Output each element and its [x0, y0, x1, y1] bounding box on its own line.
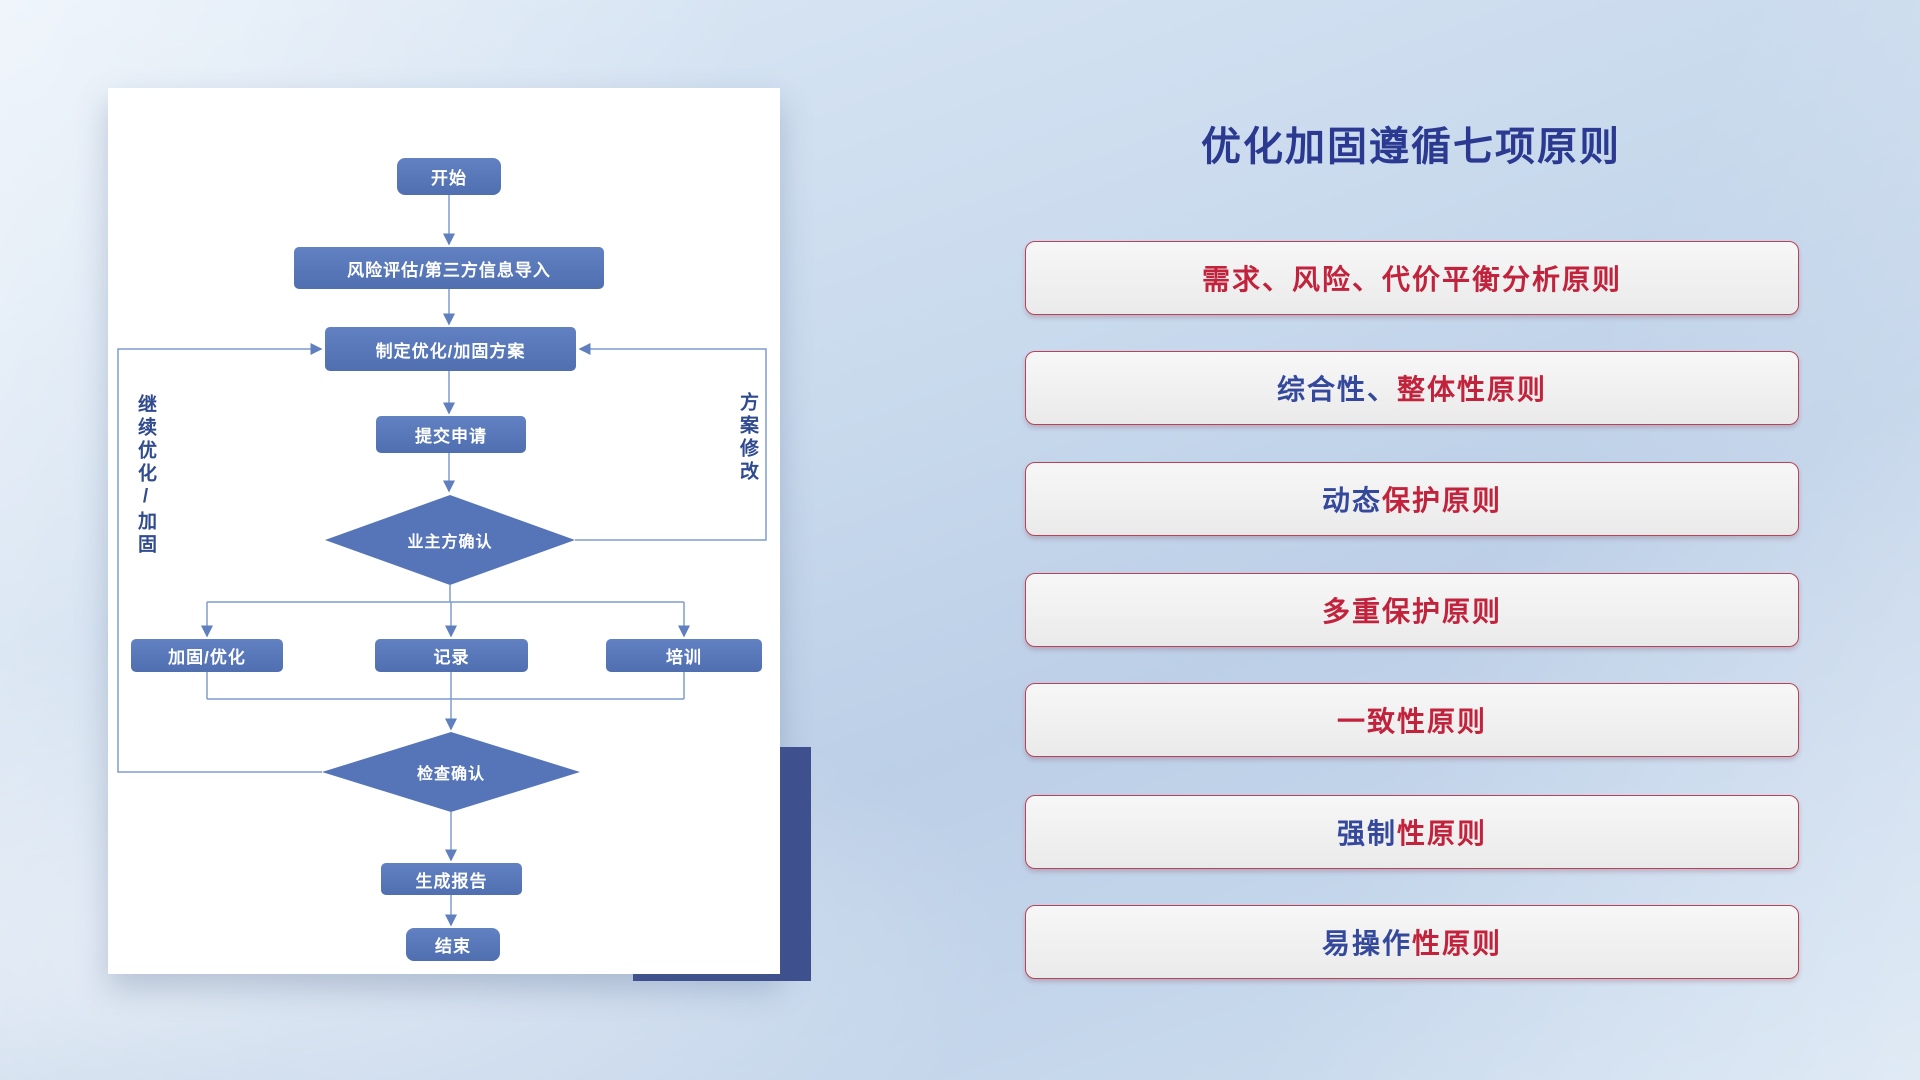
- loop-label-plan-revise: 方案修改: [737, 392, 758, 484]
- flow-node-record: 记录: [375, 639, 528, 672]
- flow-node-training: 培训: [606, 639, 762, 672]
- principle-item-4: 多重保护原则: [1025, 573, 1799, 647]
- owner-confirm-diamond: [325, 495, 575, 585]
- principle-item-7: 易操作性原则: [1025, 905, 1799, 979]
- principle-item-1: 需求、风险、代价平衡分析原则: [1025, 241, 1799, 315]
- flow-node-owner-confirm-label: 业主方确认: [407, 534, 493, 551]
- flow-node-submit: 提交申请: [376, 416, 526, 453]
- principle-item-5: 一致性原则: [1025, 683, 1799, 757]
- flow-node-risk-import: 风险评估/第三方信息导入: [294, 247, 604, 289]
- flow-node-check-confirm-label: 检查确认: [416, 766, 485, 783]
- flow-node-reinforce: 加固/优化: [131, 639, 283, 672]
- principle-item-6: 强制性原则: [1025, 795, 1799, 869]
- flow-node-report: 生成报告: [381, 863, 522, 895]
- flow-node-end: 结束: [406, 928, 500, 961]
- page-title: 优化加固遵循七项原则: [1201, 125, 1621, 169]
- flow-node-start: 开始: [397, 158, 501, 195]
- flowchart-card: 开始 风险评估/第三方信息导入 制定优化/加固方案 提交申请 业主方确认 加固/…: [108, 88, 780, 974]
- flow-connectors: [117, 195, 767, 927]
- flow-node-make-plan: 制定优化/加固方案: [325, 327, 576, 371]
- principle-item-3: 动态保护原则: [1025, 462, 1799, 536]
- check-confirm-diamond: [322, 732, 580, 812]
- loop-label-continue-optimize: 继续优化/加固: [135, 394, 156, 557]
- principle-item-2: 综合性、整体性原则: [1025, 351, 1799, 425]
